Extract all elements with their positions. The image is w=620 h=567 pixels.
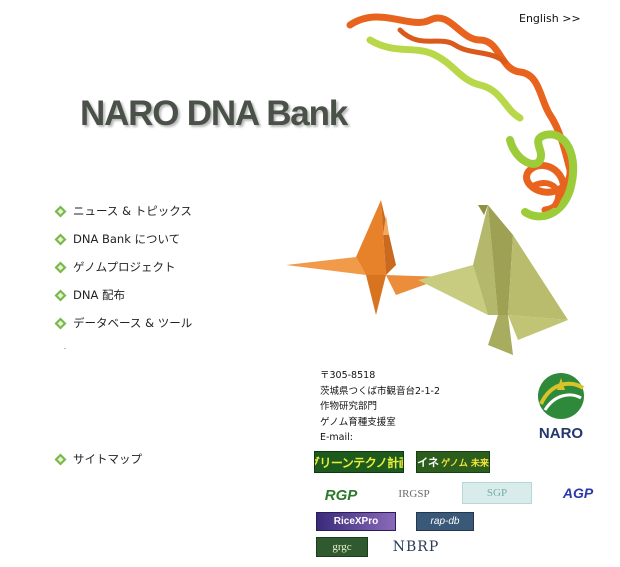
street-address: 茨城県つくば市観音台2-1-2: [320, 385, 440, 397]
contact-address: 〒305-8518 茨城県つくば市観音台2-1-2 作物研究部門 ゲノム育種支援…: [320, 368, 440, 446]
nav-item-about[interactable]: DNA Bank について: [54, 230, 180, 248]
agp-banner[interactable]: AGP: [547, 482, 609, 504]
banner-label: RiceXPro: [333, 516, 379, 527]
diamond-bullet-icon: [54, 261, 67, 273]
ricexpro-banner[interactable]: RiceXPro: [316, 512, 396, 531]
naro-logo[interactable]: NARO: [531, 372, 591, 442]
rgp-banner[interactable]: RGP: [316, 484, 366, 506]
banner-label: SGP: [486, 487, 508, 499]
nav-item-label: DNA Bank について: [73, 232, 181, 246]
nav-item-label: ニュース & トピックス: [73, 204, 192, 218]
unit-name: ゲノム育種支援室: [320, 416, 396, 428]
nav-item-label: データベース & ツール: [73, 316, 193, 330]
banner-label: IRGSP: [398, 488, 430, 500]
grgc-banner[interactable]: grgc: [316, 537, 368, 557]
banner-label: RGP: [324, 486, 358, 504]
banner-sublabel: ゲノム 未来: [441, 458, 489, 469]
banner-label: rap-db: [430, 516, 460, 527]
diamond-bullet-icon: [54, 289, 67, 301]
nav-item-genome-project[interactable]: ゲノムプロジェクト: [54, 258, 175, 276]
site-title: NARO DNA Bank: [80, 94, 348, 133]
divider-dot: [64, 348, 66, 349]
nav-item-label: サイトマップ: [73, 452, 142, 466]
sgp-banner[interactable]: SGP: [462, 482, 532, 504]
diamond-bullet-icon: [54, 453, 67, 465]
diamond-bullet-icon: [54, 317, 67, 329]
organization: 作物研究部門: [320, 401, 378, 413]
banner-label: グリーンテクノ計画: [315, 455, 403, 470]
nav-item-database-tools[interactable]: データベース & ツール: [54, 314, 192, 332]
naro-logo-text: NARO: [539, 425, 583, 442]
nav-item-news[interactable]: ニュース & トピックス: [54, 202, 192, 220]
diamond-bullet-icon: [54, 205, 67, 217]
postal-code: 〒305-8518: [320, 370, 376, 381]
nav-item-sitemap[interactable]: サイトマップ: [54, 450, 142, 468]
banner-label: AGP: [562, 485, 594, 501]
nav-item-label: DNA 配布: [73, 288, 125, 302]
banner-label: grgc: [332, 541, 352, 553]
ine-genome-banner[interactable]: イネゲノム 未来: [416, 451, 490, 473]
green-paper-crane-image: [418, 205, 568, 355]
diamond-bullet-icon: [54, 233, 67, 245]
rapdb-banner[interactable]: rap-db: [416, 512, 474, 531]
nbrp-banner[interactable]: NBRP: [388, 537, 444, 557]
email-label: E-mail:: [320, 432, 353, 444]
banner-label: NBRP: [392, 539, 440, 555]
english-link[interactable]: English >>: [519, 12, 581, 25]
nav-item-label: ゲノムプロジェクト: [73, 260, 176, 274]
irgsp-banner[interactable]: IRGSP: [382, 484, 446, 504]
nav-item-dna-distribution[interactable]: DNA 配布: [54, 286, 125, 304]
banner-label: イネ: [417, 456, 440, 469]
orange-paper-crane-image: [286, 200, 446, 315]
green-techno-banner[interactable]: グリーンテクノ計画: [314, 451, 404, 473]
ribbon-illustration: [346, 13, 578, 221]
